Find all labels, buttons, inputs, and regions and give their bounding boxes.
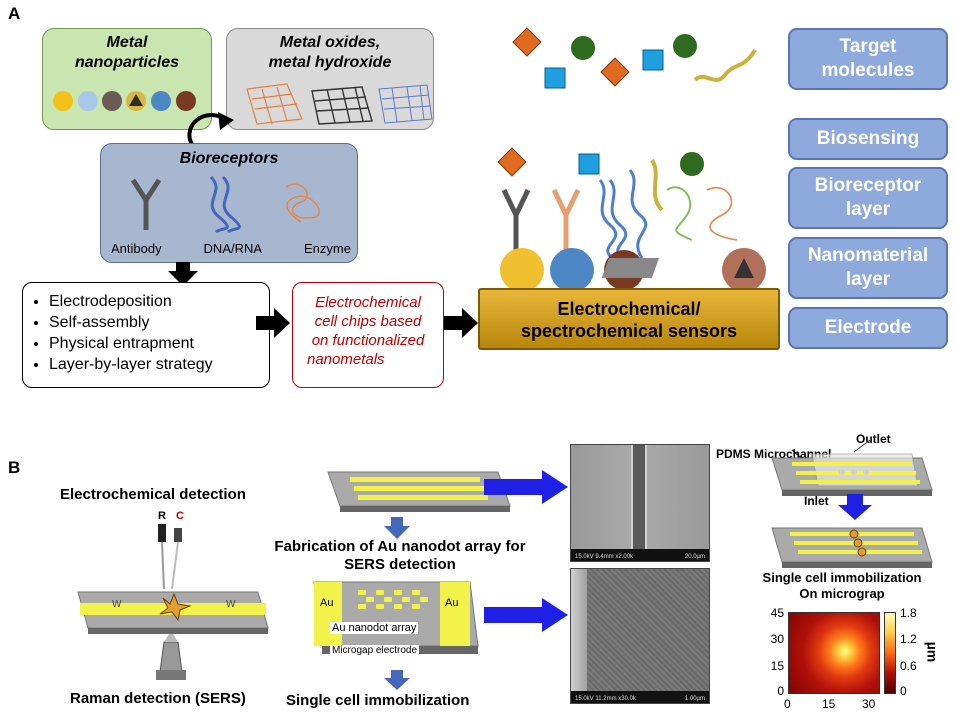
panel-b-letter: B <box>8 458 21 477</box>
dna-rna-label: DNA/RNA <box>203 241 263 256</box>
right-arrow-icon <box>256 308 290 338</box>
heatmap-y-tick: 15 <box>770 659 784 673</box>
metal-oxides-line2: metal hydroxide <box>268 54 392 71</box>
colorbar <box>884 612 896 694</box>
colorbar-tick: 0 <box>900 684 907 698</box>
layer-label: layer <box>845 199 891 220</box>
method-item: Layer-by-layer strategy <box>49 354 263 375</box>
layer-label: Nanomaterial <box>807 245 929 266</box>
target-molecules-illustration <box>512 27 757 89</box>
layer-biosensing: Biosensing <box>788 118 948 160</box>
heatmap-y-tick: 0 <box>777 684 784 698</box>
immobilized-chip <box>771 527 933 568</box>
right-arrow-blue-icon <box>484 470 568 504</box>
layer-target-molecules: Target molecules <box>788 28 948 90</box>
metal-nanoparticles-box: Metal nanoparticles <box>42 28 212 130</box>
bioreceptors-box: Bioreceptors Antibody DNA/RNA Enzyme <box>100 143 358 263</box>
right-arrow-blue-icon <box>484 598 568 632</box>
methods-box: Electrodeposition Self-assembly Physical… <box>22 282 270 388</box>
electrochem-detection-label: Electrochemical detection <box>60 486 246 503</box>
electrode-c-label: C <box>176 510 184 522</box>
sensor-bar: Electrochemical/ spectrochemical sensors <box>478 288 780 350</box>
method-item: Electrodeposition <box>49 291 263 312</box>
fabrication-label: Fabrication of Au nanodot array for SERS… <box>250 538 550 574</box>
heatmap <box>788 612 880 694</box>
bioreceptors-title: Bioreceptors <box>179 150 279 167</box>
microgap-chip-top <box>327 471 511 512</box>
sem1-scale: 20.0µm <box>684 554 705 560</box>
down-arrow-blue-icon <box>384 670 410 690</box>
immob-line1: Single cell immobilization <box>762 570 922 585</box>
layer-nanomaterial: Nanomaterial layer <box>788 237 948 299</box>
layer-label: Bioreceptor <box>814 175 922 196</box>
colorbar-label: µm <box>924 641 941 663</box>
au-nanodot-label: Au nanodot array <box>330 622 419 634</box>
au-label-right: Au <box>445 597 459 609</box>
raman-objective-icon <box>156 634 186 680</box>
antibody-label: Antibody <box>111 241 162 256</box>
colorbar-tick: 1.2 <box>900 632 917 646</box>
bioreceptor-icons <box>130 175 320 234</box>
layer-label: molecules <box>821 60 915 81</box>
oxide-lattice-illustration <box>246 83 433 125</box>
heatmap-x-tick: 15 <box>822 697 836 711</box>
cell-chips-line3: on functionalized <box>311 332 425 349</box>
heatmap-y-tick: 45 <box>770 606 784 620</box>
right-arrow-icon <box>444 308 478 338</box>
metal-np-line1: Metal <box>106 34 148 51</box>
immob-line2: On micrograp <box>799 586 885 601</box>
down-arrow-icon <box>168 262 198 286</box>
au-label-left: Au <box>320 597 334 609</box>
sensor-line2: spectrochemical sensors <box>520 321 738 341</box>
fabrication-line2: SERS detection <box>344 556 456 573</box>
panel-a-letter: A <box>8 4 21 23</box>
method-item: Self-assembly <box>49 312 263 333</box>
enzyme-label: Enzyme <box>304 241 351 256</box>
layer-label: layer <box>845 269 891 290</box>
colorbar-tick: 1.8 <box>900 606 917 620</box>
w-label-left: W <box>112 599 122 610</box>
cell-chips-box: Electrochemical cell chips based on func… <box>292 282 444 388</box>
sem2-scale: 1.00µm <box>684 696 705 702</box>
metal-np-line2: nanoparticles <box>74 54 180 71</box>
heatmap-x-tick: 30 <box>862 697 876 711</box>
inlet-label: Inlet <box>804 494 829 508</box>
cell-chips-line4: nanometals <box>307 351 385 368</box>
down-arrow-blue-icon <box>838 494 872 520</box>
single-cell-label: Single cell immobilization <box>286 692 470 709</box>
cell-chips-line1: Electrochemical <box>315 294 421 311</box>
outlet-label: Outlet <box>856 432 891 446</box>
layer-bioreceptor: Bioreceptor layer <box>788 167 948 229</box>
sem-image-2: 15.0kV 11.2mm x30.0k 1.00µm <box>570 568 710 704</box>
method-item: Physical entrapment <box>49 333 263 354</box>
sem-image-1: 15.0kV 9.4mm x2.00k 20.0µm <box>570 444 710 562</box>
electrochem-chip <box>77 591 269 634</box>
down-arrow-blue-icon <box>384 517 410 539</box>
layer-label: Biosensing <box>816 128 920 149</box>
sensor-line1: Electrochemical/ <box>557 299 701 319</box>
pdms-chip <box>771 439 933 496</box>
sensor-stack-illustration <box>497 147 766 292</box>
fabrication-line1: Fabrication of Au nanodot array for <box>274 538 526 555</box>
heatmap-y-tick: 30 <box>770 632 784 646</box>
microgap-label: Microgap electrode <box>330 645 420 656</box>
layer-electrode: Electrode <box>788 307 948 349</box>
nanoparticles-illustration <box>53 91 196 111</box>
sem1-caption: 15.0kV 9.4mm x2.00k <box>575 554 634 560</box>
heatmap-x-tick: 0 <box>784 697 791 711</box>
electrodes-illustration <box>158 524 182 590</box>
immob-label: Single cell immobilization On micrograp <box>736 570 948 602</box>
layer-label: Electrode <box>824 317 912 338</box>
metal-oxides-box: Metal oxides, metal hydroxide <box>226 28 434 130</box>
electrode-r-label: R <box>158 510 166 522</box>
colorbar-tick: 0.6 <box>900 659 917 673</box>
cell-chips-line2: cell chips based <box>314 313 422 330</box>
metal-oxides-line1: Metal oxides, <box>279 34 381 51</box>
w-label-right: W <box>226 599 236 610</box>
sem2-caption: 15.0kV 11.2mm x30.0k <box>575 696 636 702</box>
layer-label: Target <box>839 36 897 57</box>
raman-label: Raman detection (SERS) <box>70 690 246 707</box>
